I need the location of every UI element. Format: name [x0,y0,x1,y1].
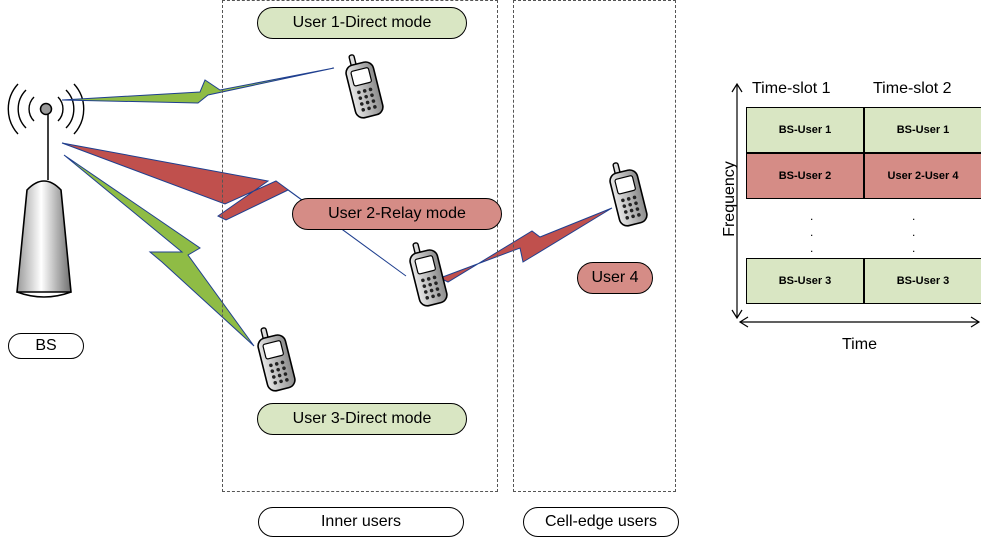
time-slot-1-header: Time-slot 1 [752,80,831,97]
direct-link-user1 [61,67,335,104]
resource-row-user1: BS-User 1 BS-User 1 [746,107,981,153]
user3-label: User 3-Direct mode [257,403,467,435]
frequency-axis-arrow [731,82,743,320]
ellipsis-col1-a: . [810,209,814,223]
ellipsis-col2-a: . [912,209,916,223]
inner-users-label: Inner users [258,507,464,537]
base-station-icon [7,83,85,298]
direct-link-user3 [63,154,255,347]
frequency-axis-label: Frequency [721,161,738,237]
user2-label: User 2-Relay mode [292,198,502,230]
resource-cell: User 2-User 4 [863,154,981,198]
time-axis-arrow [738,316,981,328]
ellipsis-col2-b: . [912,225,916,239]
ellipsis-col2-c: . [912,241,916,255]
user4-label: User 4 [577,262,653,294]
user1-label: User 1-Direct mode [257,7,467,39]
resource-row-user3: BS-User 3 BS-User 3 [746,258,981,304]
inner-users-region [222,0,498,492]
resource-row-user2: BS-User 2 User 2-User 4 [746,153,981,199]
resource-cell: BS-User 3 [778,275,832,287]
relay-link-bs-user2 [61,142,407,277]
resource-cell: BS-User 1 [863,108,981,152]
cell-edge-users-label: Cell-edge users [523,507,679,537]
resource-cell: BS-User 3 [863,259,981,303]
time-slot-2-header: Time-slot 2 [873,80,952,97]
bs-label: BS [8,333,84,359]
resource-cell: BS-User 2 [778,170,832,182]
ellipsis-col1-c: . [810,241,814,255]
ellipsis-col1-b: . [810,225,814,239]
cell-edge-users-region [513,0,676,492]
resource-cell: BS-User 1 [778,124,832,136]
time-axis-label: Time [842,336,877,353]
relay-link-user2-user4 [438,207,613,283]
